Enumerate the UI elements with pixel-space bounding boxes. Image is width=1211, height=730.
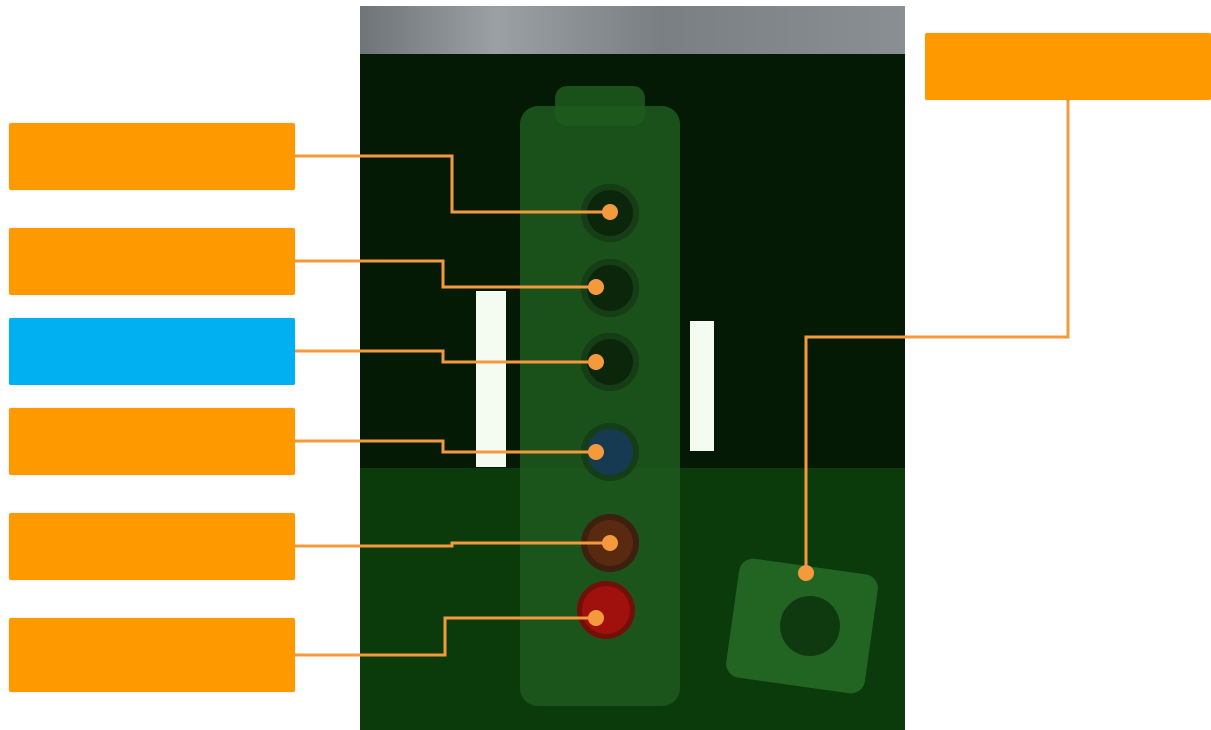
callout-box-2 (9, 228, 295, 295)
callout-box-6 (9, 618, 295, 692)
callout-box-7 (925, 33, 1211, 100)
callout-label-7 (925, 33, 1211, 100)
callout-label-4 (9, 408, 295, 475)
callout-label-1 (9, 123, 295, 190)
photo-sky-region (360, 6, 905, 54)
callout-label-2 (9, 228, 295, 295)
dark-button-2 (581, 333, 639, 391)
label-strip-right (690, 321, 714, 451)
blue-button (581, 423, 639, 481)
label-strip-left (476, 291, 506, 467)
callout-box-4 (9, 408, 295, 475)
callout-label-5 (9, 513, 295, 580)
dark-button-1 (581, 259, 639, 317)
red-button (577, 581, 635, 639)
control-panel-photo (360, 6, 905, 730)
side-switch-button (780, 596, 840, 656)
callout-label-6 (9, 618, 295, 692)
callout-box-5 (9, 513, 295, 580)
callout-label-3 (9, 318, 295, 385)
callout-box-3-highlighted (9, 318, 295, 385)
callout-box-1 (9, 123, 295, 190)
brown-button (581, 514, 639, 572)
green-button (581, 184, 639, 242)
